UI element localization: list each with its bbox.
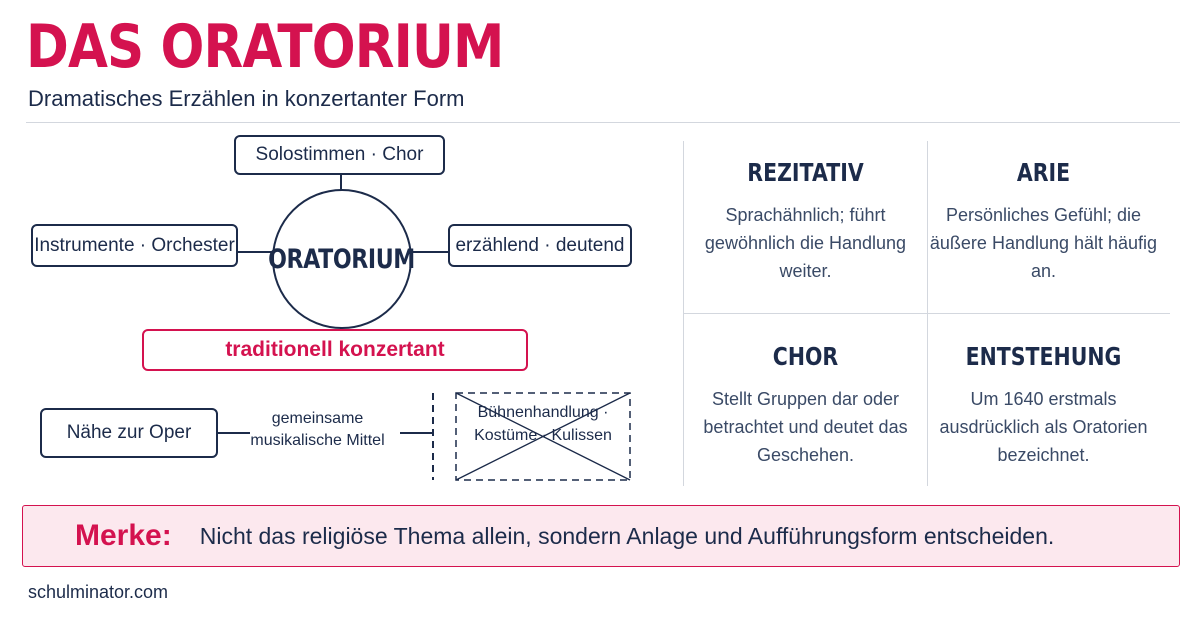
node-right: erzählend · deutend xyxy=(448,224,632,267)
cell-text: Um 1640 erstmals ausdrücklich als Orator… xyxy=(939,389,1148,465)
node-top: Solostimmen · Chor xyxy=(234,135,445,175)
stage-cross-2 xyxy=(455,392,631,481)
cell-arie: ARIE Persönliches Gefühl; die äußere Han… xyxy=(921,158,1166,285)
merke-box: Merke: Nicht das religiöse Thema allein,… xyxy=(22,505,1180,567)
cell-title: ENTSTEHUNG xyxy=(965,342,1122,371)
cell-chor: CHOR Stellt Gruppen dar oder betrachtet … xyxy=(683,342,928,469)
center-node-label: ORATORIUM xyxy=(268,243,416,275)
node-bottom: traditionell konzertant xyxy=(142,329,528,371)
cell-entstehung: ENTSTEHUNG Um 1640 erstmals ausdrücklich… xyxy=(921,342,1166,469)
page-subtitle: Dramatisches Erzählen in konzertanter Fo… xyxy=(28,86,465,111)
grid-divider-middle xyxy=(684,313,1170,314)
stage-label: Bühnenhandlung · Kostüme · Kulissen xyxy=(474,404,612,444)
page-title: DAS ORATORIUM xyxy=(26,12,504,82)
node-left: Instrumente · Orchester xyxy=(31,224,238,267)
cell-text: Stellt Gruppen dar oder betrachtet und d… xyxy=(703,389,908,465)
cell-title: CHOR xyxy=(772,342,839,371)
shared-means-label: gemeinsame musikalische Mittel xyxy=(250,410,385,449)
cell-rezitativ: REZITATIV Sprachähnlich; führt gewöhnlic… xyxy=(683,158,928,285)
cell-title: ARIE xyxy=(1016,158,1071,187)
cell-title: REZITATIV xyxy=(747,158,864,187)
node-opera: Nähe zur Oper xyxy=(40,408,218,458)
cell-text: Sprachähnlich; führt gewöhnlich die Hand… xyxy=(704,205,907,281)
merke-text: Nicht das religiöse Thema allein, sonder… xyxy=(199,522,1055,549)
footer-link[interactable]: schulminator.com xyxy=(28,582,169,602)
grid-divider-left xyxy=(683,141,684,486)
header-divider xyxy=(26,122,1180,123)
diagram-connectors xyxy=(218,175,631,481)
cell-text: Persönliches Gefühl; die äußere Handlung… xyxy=(929,205,1158,281)
merke-label: Merke: xyxy=(75,519,172,552)
center-node: ORATORIUM xyxy=(269,189,416,329)
